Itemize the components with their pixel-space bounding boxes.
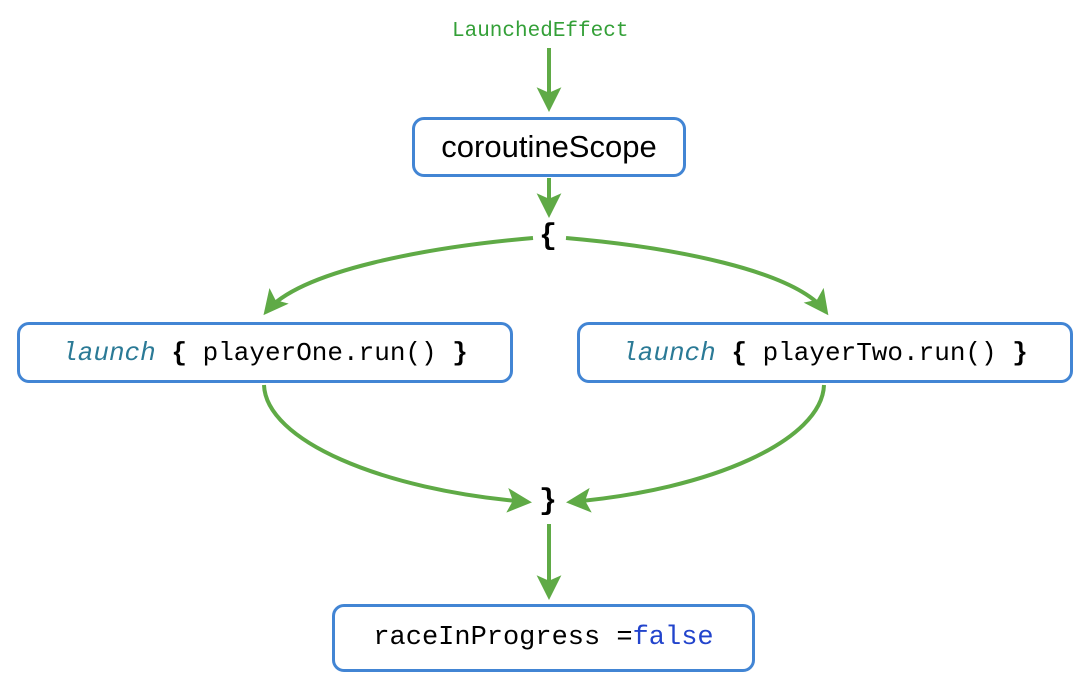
close-brace-junction: } xyxy=(535,485,562,519)
launch-two-body: playerTwo.run() xyxy=(762,337,997,368)
launch-one-body: playerOne.run() xyxy=(202,337,437,368)
launch-one-space-2 xyxy=(187,338,203,368)
launch-two-keyword: launch xyxy=(622,337,716,368)
launched-effect-label: LaunchedEffect xyxy=(452,20,629,43)
launch-two-space-2 xyxy=(747,338,763,368)
node-coroutine-scope[interactable]: coroutineScope xyxy=(412,117,686,177)
node-launch-player-one[interactable]: launch { playerOne.run() } xyxy=(17,322,513,383)
launch-one-space-3 xyxy=(437,338,453,368)
launch-one-open-brace: { xyxy=(171,337,187,368)
edge-launch-one-to-close-brace xyxy=(262,384,532,513)
launch-one-keyword: launch xyxy=(62,337,156,368)
launch-one-close-brace: } xyxy=(452,337,468,368)
edge-launch-two-to-close-brace xyxy=(566,384,826,513)
node-coroutine-scope-text: coroutineScope xyxy=(441,129,657,164)
open-brace-junction: { xyxy=(535,220,562,254)
node-launch-player-two[interactable]: launch { playerTwo.run() } xyxy=(577,322,1073,383)
launch-two-space-3 xyxy=(997,338,1013,368)
edge-open-brace-to-launch-one xyxy=(263,236,534,316)
launch-two-space-1 xyxy=(716,338,732,368)
launch-one-space-1 xyxy=(156,338,172,368)
launch-two-close-brace: } xyxy=(1012,337,1028,368)
node-race-in-progress[interactable]: raceInProgress = false xyxy=(332,604,755,672)
launch-two-open-brace: { xyxy=(731,337,747,368)
edge-open-brace-to-launch-two xyxy=(565,236,829,316)
race-in-progress-value: false xyxy=(632,623,714,653)
race-in-progress-assignment: raceInProgress = xyxy=(373,623,633,653)
